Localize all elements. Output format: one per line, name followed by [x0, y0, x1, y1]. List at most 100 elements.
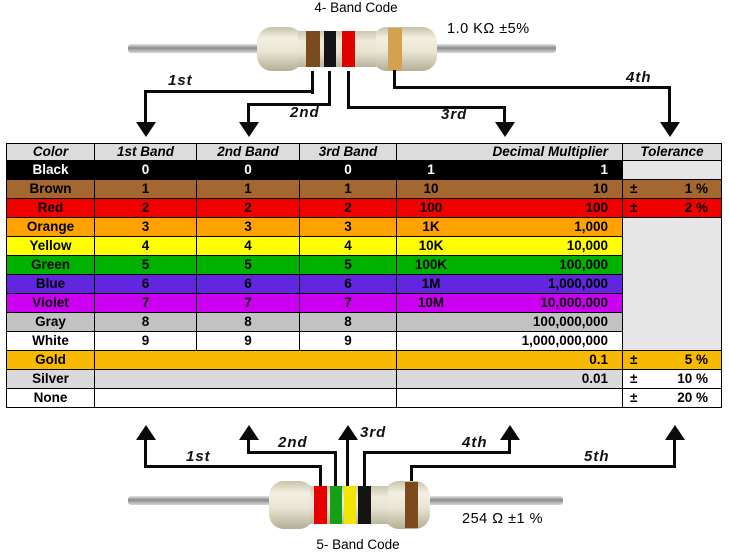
arrow-head-up-icon	[239, 425, 259, 440]
arrow-line	[144, 90, 147, 123]
five-band-resistor-value: 254 Ω ±1 %	[462, 511, 544, 527]
arrow-line	[247, 103, 250, 123]
arrow-head-up-icon	[665, 425, 685, 440]
bottom-band-green-icon	[330, 486, 342, 524]
color-name-cell: Blue	[6, 274, 95, 294]
band-leader-line	[393, 70, 396, 89]
band-value-cell: 5	[94, 255, 197, 275]
color-name-cell: Violet	[6, 293, 95, 313]
top-band-brown-icon	[306, 31, 320, 67]
tolerance-cell: ±20 %	[622, 388, 722, 408]
top-band-black-icon	[324, 31, 336, 67]
arrow-head-down-icon	[495, 122, 515, 137]
band-value-cell: 0	[196, 160, 300, 180]
color-name-cell: White	[6, 331, 95, 351]
top-band-gold-icon	[388, 28, 402, 71]
band-leader-line	[328, 71, 331, 106]
table-header-row: Color 1st Band 2nd Band 3rd Band Decimal…	[6, 143, 722, 161]
arrow-head-down-icon	[660, 122, 680, 137]
color-name-cell: None	[6, 388, 95, 408]
four-band-resistor-value: 1.0 KΩ ±5%	[447, 21, 530, 37]
color-code-table: Color 1st Band 2nd Band 3rd Band Decimal…	[6, 143, 722, 408]
arrow-line	[144, 90, 314, 93]
band-value-cell: 3	[94, 217, 197, 237]
band-value-cell: 1	[196, 179, 300, 199]
header-2nd-band: 2nd Band	[196, 143, 300, 161]
band-value-cell: 2	[299, 198, 397, 218]
band-leader-line	[363, 451, 366, 489]
arrow-line	[247, 103, 331, 106]
tolerance-cell: ±2 %	[622, 198, 722, 218]
multiplier-cell: 1,000,000,000	[396, 331, 623, 351]
arrow-line	[503, 106, 506, 123]
band-value-cell: 4	[299, 236, 397, 256]
arrow-head-up-icon	[500, 425, 520, 440]
bottom-band-red-icon	[314, 486, 327, 524]
arrow-head-down-icon	[136, 122, 156, 137]
tolerance-cell: ±1 %	[622, 179, 722, 199]
color-name-cell: Orange	[6, 217, 95, 237]
band-value-cell: 9	[94, 331, 197, 351]
arrow-head-down-icon	[239, 122, 259, 137]
band-value-cell: 2	[196, 198, 300, 218]
bottom-arrow-label-5th: 5th	[584, 448, 610, 465]
color-name-cell: Green	[6, 255, 95, 275]
table-row-none: None ±20 %	[6, 388, 722, 408]
arrow-line	[668, 86, 671, 123]
top-arrow-label-4th: 4th	[626, 69, 652, 86]
merged-band-cell	[94, 388, 397, 408]
arrow-line	[363, 451, 511, 454]
bottom-arrow-label-4th: 4th	[462, 434, 488, 451]
band-value-cell: 9	[299, 331, 397, 351]
five-band-code-title: 5- Band Code	[316, 537, 400, 552]
band-value-cell: 1	[299, 179, 397, 199]
color-name-cell: Red	[6, 198, 95, 218]
band-value-cell: 4	[94, 236, 197, 256]
color-name-cell: Yellow	[6, 236, 95, 256]
band-value-cell: 7	[299, 293, 397, 313]
arrow-line	[247, 451, 337, 454]
multiplier-cell: 100,000,000	[396, 312, 623, 332]
bottom-arrow-label-1st: 1st	[186, 448, 211, 465]
tolerance-merged-cell	[622, 217, 722, 351]
four-band-code-title: 4- Band Code	[314, 0, 398, 15]
band-value-cell: 6	[299, 274, 397, 294]
color-name-cell: Brown	[6, 179, 95, 199]
arrow-line	[393, 86, 671, 89]
tolerance-cell: ±5 %	[622, 350, 722, 370]
band-value-cell: 8	[94, 312, 197, 332]
header-3rd-band: 3rd Band	[299, 143, 397, 161]
arrow-line	[346, 438, 349, 489]
resistor-body-left-cap	[269, 481, 314, 529]
bottom-band-yellow-icon	[344, 486, 356, 524]
arrow-line	[508, 438, 511, 454]
top-arrow-label-3rd: 3rd	[441, 106, 468, 123]
bottom-arrow-label-2nd: 2nd	[278, 434, 308, 451]
top-arrow-label-2nd: 2nd	[290, 104, 320, 121]
header-1st-band: 1st Band	[94, 143, 197, 161]
header-decimal-multiplier: Decimal Multiplier	[396, 143, 623, 161]
band-value-cell: 7	[196, 293, 300, 313]
top-band-red-icon	[342, 31, 355, 67]
band-value-cell: 3	[196, 217, 300, 237]
header-color: Color	[6, 143, 95, 161]
band-value-cell: 1	[94, 179, 197, 199]
multiplier-cell: 0.1	[396, 350, 623, 370]
tolerance-cell	[622, 160, 722, 180]
arrow-head-up-icon	[338, 425, 358, 440]
band-value-cell: 4	[196, 236, 300, 256]
